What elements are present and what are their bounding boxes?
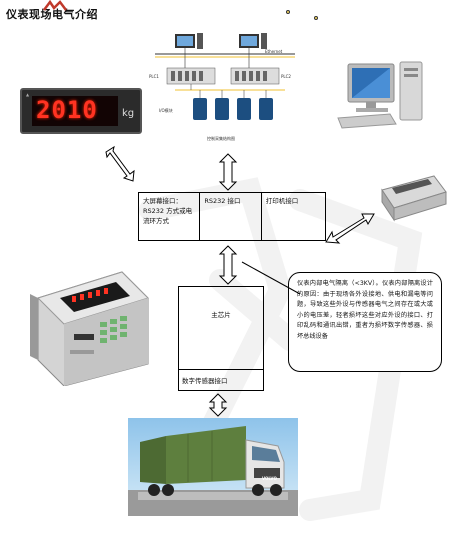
isolation-note-callout: 仪表内部电气隔离（<3KV）。仪表内部隔离设计的原因：由于现场各外设接地、供电和… (288, 272, 442, 372)
interface-row: 大屏幕接口：RS232 方式或电流环方式 RS232 接口 打印机接口 (138, 192, 326, 241)
io-module-label: I/O模块 (159, 108, 173, 113)
page-title: 仪表现场电气介绍 (6, 8, 98, 21)
truck-brand: VOLVO (262, 476, 277, 481)
main-chip-label: 主芯片 (211, 311, 231, 319)
printer-interface-cell: 打印机接口 (265, 197, 299, 205)
plc1-label: PLC1 (149, 74, 159, 79)
ethernet-label: Ethernet (265, 49, 283, 54)
printer-image (381, 175, 447, 222)
logo-mark (43, 0, 67, 11)
main-chip-box: 主芯片 数字传感器接口 (178, 286, 264, 391)
screen-interface-cell: 大屏幕接口：RS232 方式或电流环方式 (139, 193, 201, 240)
weighing-indicator-image (30, 271, 149, 386)
decor-dot (314, 16, 318, 20)
rs232-interface-cell: RS232 接口 (200, 193, 262, 240)
control-network-diagram: Ethernet PLC1 PLC2 I/O模块 控制采集结构图 (145, 28, 303, 148)
large-display-device: ▲ 2010 kg (20, 88, 142, 134)
display-brand-mark: ▲ (26, 92, 30, 97)
computer-image (337, 61, 423, 129)
network-illustration (155, 33, 295, 120)
truck-scale-image (128, 418, 298, 516)
decor-dot (286, 10, 290, 14)
digital-sensor-interface-cell: 数字传感器接口 (179, 369, 263, 391)
plc2-label: PLC2 (281, 74, 291, 79)
display-unit: kg (122, 108, 135, 119)
network-caption: 控制采集结构图 (207, 136, 235, 141)
display-value: 2010 (36, 96, 98, 124)
display-screen (32, 96, 118, 126)
